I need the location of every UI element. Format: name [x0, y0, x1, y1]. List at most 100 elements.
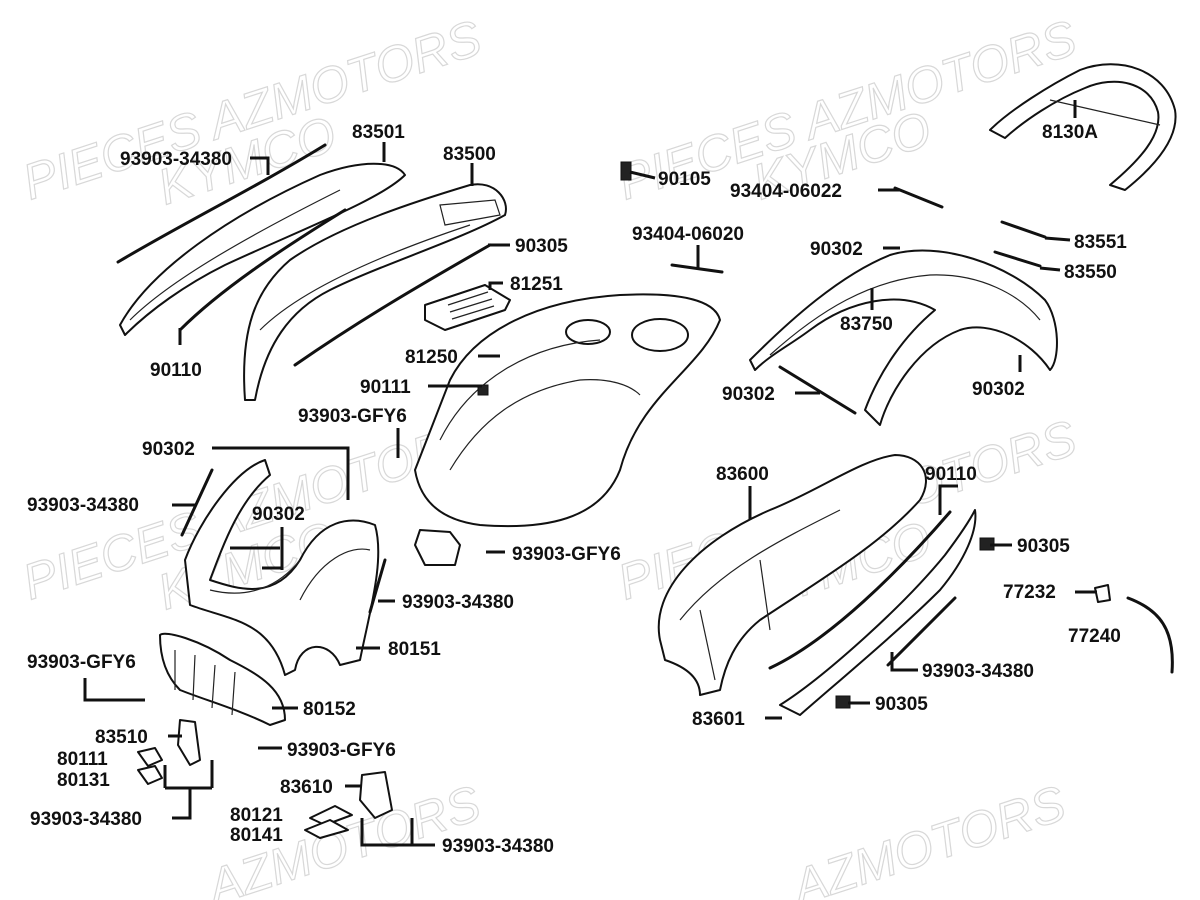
part-81250-inner [449, 379, 641, 471]
label-90305: 90305 [515, 236, 568, 257]
label-77232: 77232 [1003, 582, 1056, 603]
leader-line [212, 446, 350, 500]
leader-line [1044, 236, 1071, 242]
label-90110: 90110 [150, 360, 202, 381]
part-number-labels: 93903-34380 83501 83500 90305 90110 9010… [27, 122, 1127, 857]
part-81250-inner [439, 339, 601, 441]
leader-line [1039, 266, 1061, 272]
part-81250-storage-bin [414, 293, 721, 528]
part-83501-front-trim [119, 162, 406, 336]
part-80131-clip [137, 765, 163, 785]
label-83501: 83501 [352, 122, 405, 143]
leader-line [360, 818, 435, 847]
label-80131: 80131 [57, 770, 110, 791]
part-81251-grille [447, 291, 495, 320]
part-93903-34380-rod-2 [368, 558, 387, 614]
part-93903-34380-rod-right [886, 596, 957, 667]
part-90110-rod [178, 208, 347, 332]
part-80151-detail [209, 548, 371, 601]
part-77240-cable [1126, 596, 1174, 674]
part-81250-pocket [631, 318, 689, 352]
part-80151-front-inner [184, 459, 380, 676]
label-90111: 90111 [360, 377, 411, 398]
part-77232-clip [1094, 584, 1111, 603]
label-90302: 90302 [252, 504, 305, 525]
leader-line [250, 156, 270, 175]
label-77240: 77240 [1068, 626, 1121, 647]
label-8130a: 8130A [1042, 122, 1098, 143]
label-90110: 90110 [925, 464, 977, 485]
part-90305-clip-bottom [835, 695, 851, 709]
label-93903-gfy6: 93903-GFY6 [298, 406, 407, 427]
label-93903-gfy6: 93903-GFY6 [27, 652, 136, 673]
label-90305: 90305 [875, 694, 928, 715]
label-81250: 81250 [405, 347, 458, 368]
label-83510: 83510 [95, 727, 148, 748]
leader-lines [83, 100, 1097, 847]
label-93903-34380: 93903-34380 [120, 149, 232, 170]
leader-line [629, 170, 656, 180]
part-83600-detail [679, 509, 841, 681]
leader-line [83, 678, 145, 702]
part-93404-06020-bolts [670, 263, 724, 274]
part-83550-bolt [993, 250, 1042, 268]
label-80152: 80152 [303, 699, 356, 720]
parts-layer [116, 63, 1177, 839]
part-83501-detail [129, 189, 341, 321]
part-83551-bolt [1000, 220, 1047, 239]
part-80152-ribs [174, 650, 236, 716]
label-93903-gfy6: 93903-GFY6 [287, 740, 396, 761]
part-83510-bracket [177, 719, 201, 766]
leader-line [163, 760, 214, 820]
part-93903-34380-rod [180, 468, 214, 537]
part-80111-clip [137, 747, 163, 767]
watermark-text: AZMOTORS [783, 775, 1072, 900]
part-80152-lower-panel [159, 632, 286, 726]
label-90302: 90302 [142, 439, 195, 460]
part-80141-clip [304, 819, 349, 839]
label-80121: 80121 [230, 805, 283, 826]
part-90110-rod-right [768, 510, 952, 670]
label-83601: 83601 [692, 709, 745, 730]
part-90302-clips [778, 365, 857, 415]
leader-line [890, 652, 918, 672]
part-83601-lower-trim [779, 509, 977, 716]
part-90305-strip [293, 243, 492, 367]
part-81250-filler-ring [565, 319, 611, 345]
label-83500: 83500 [443, 144, 496, 165]
label-83550: 83550 [1064, 262, 1117, 283]
part-90105-bolt [620, 161, 632, 181]
part-93404-06022-bolt [893, 186, 944, 209]
part-90111-clip [477, 384, 489, 396]
label-83600: 83600 [716, 464, 769, 485]
part-83750-detail [769, 274, 1041, 356]
part-83500-vent [439, 199, 501, 226]
label-80141: 80141 [230, 825, 283, 846]
label-90302: 90302 [810, 239, 863, 260]
label-93404-06022: 93404-06022 [730, 181, 842, 202]
label-93903-34380: 93903-34380 [402, 592, 514, 613]
part-8130a-grab-rail [989, 63, 1177, 191]
label-83750: 83750 [840, 314, 893, 335]
label-93404-06020: 93404-06020 [632, 224, 744, 245]
label-93903-gfy6: 93903-GFY6 [512, 544, 621, 565]
label-93903-34380: 93903-34380 [922, 661, 1034, 682]
part-8130a-detail [1049, 99, 1161, 126]
label-93903-34380: 93903-34380 [30, 809, 142, 830]
part-93903-34380-strip [116, 143, 327, 264]
leader-line [230, 527, 284, 570]
part-83750-rear-cover [749, 249, 1058, 426]
part-93903-gfy6-box [414, 529, 461, 566]
label-81251: 81251 [510, 274, 563, 295]
part-81251-lid [424, 284, 511, 331]
label-90302: 90302 [722, 384, 775, 405]
part-83500-detail [259, 224, 471, 331]
label-83610: 83610 [280, 777, 333, 798]
part-83500-upper-cover [243, 183, 507, 401]
leader-line [938, 484, 958, 515]
label-90105: 90105 [658, 169, 711, 190]
label-90302: 90302 [972, 379, 1025, 400]
label-80151: 80151 [388, 639, 441, 660]
part-83610-bracket [359, 771, 393, 819]
